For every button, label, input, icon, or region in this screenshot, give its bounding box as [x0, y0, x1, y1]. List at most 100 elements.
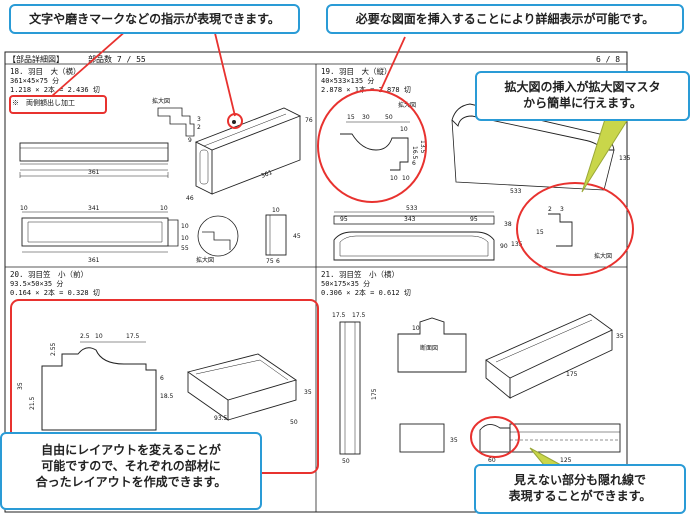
part-20-size: 93.5×50×35 分	[10, 279, 63, 288]
dim-21-f: 175	[566, 371, 578, 378]
dim-19-o: 95	[470, 216, 478, 223]
highlight-hidden	[470, 416, 520, 458]
part-19-size: 40×533×135 分	[321, 76, 374, 85]
callout-insert-text: 必要な図面を挿入することにより詳細表示が可能です。	[355, 11, 655, 26]
dim-18-o: 10	[272, 207, 280, 214]
dim-20-b: 10	[95, 333, 103, 340]
part-20-title: 20. 羽目笠 小（前）	[10, 269, 88, 279]
dim-19-a: 15	[347, 114, 355, 121]
callout-zoom-line2: から簡単に行えます。	[523, 96, 642, 111]
part-18-title: 18. 羽目 大（横）	[10, 66, 81, 76]
part-19-title: 19. 羽目 大（縦）	[321, 66, 392, 76]
dim-19-k: 135	[619, 155, 631, 162]
dim-19-t: 3	[560, 206, 564, 213]
callout-marks-text: 文字や磨きマークなどの指示が表現できます。	[29, 11, 280, 26]
dim-18-d: 9	[188, 137, 192, 144]
part-20: 20. 羽目笠 小（前） 93.5×50×35 分 0.164 × 2本 = 0…	[10, 269, 312, 431]
callout-layout: 自由にレイアウトを変えることが 可能ですので、それぞれの部材に 合ったレイアウト…	[0, 432, 262, 510]
dim-19-u: 15	[536, 229, 544, 236]
dim-20-i: 93.5	[214, 415, 228, 422]
part-21-size: 50×175×35 分	[321, 279, 370, 288]
dim-19-m: 95	[340, 216, 348, 223]
callout-hidden-line1: 見えない部分も隠れ線で	[513, 473, 646, 487]
sheet-header-page: 6 / 8	[596, 55, 620, 64]
part-21-section-label: 断面図	[420, 344, 438, 352]
dim-21-j: 35	[450, 437, 458, 444]
dim-21-g: 35	[616, 333, 624, 340]
part-21-title: 21. 羽目笠 小（横）	[321, 269, 399, 279]
dim-19-n: 343	[404, 216, 416, 223]
dim-18-j: 10	[160, 205, 168, 212]
dim-20-g: 18.5	[160, 393, 174, 400]
dim-20-h: 6	[160, 375, 164, 382]
part-18: 18. 羽目 大（横） 361×45×75 分 1.218 × 2本 = 2.4…	[10, 66, 313, 265]
dim-19-g: 6	[412, 160, 416, 167]
dim-20-a: 2.5	[80, 333, 90, 340]
dim-18-c: 2	[197, 124, 201, 131]
dim-18-h: 10	[20, 205, 28, 212]
dim-20-k: 35	[304, 389, 312, 396]
part-19: 19. 羽目 大（縦） 40×533×135 分 2.878 × 1本 = 2.…	[321, 66, 631, 261]
highlight-detail	[317, 89, 427, 203]
highlight-zoom	[516, 182, 634, 276]
dim-20-e: 35	[17, 382, 24, 390]
part-19-zoom-label-2: 拡大図	[594, 252, 612, 260]
dim-18-n: 55	[181, 245, 189, 252]
callout-marks: 文字や磨きマークなどの指示が表現できます。	[9, 4, 300, 34]
dim-21-h: 60	[488, 457, 496, 464]
dim-19-j: 533	[510, 188, 522, 195]
dim-18-i: 341	[88, 205, 100, 212]
highlight-note	[9, 95, 107, 114]
dim-18-a: 361	[88, 169, 100, 176]
dim-19-s: 2	[548, 206, 552, 213]
dim-19-p: 90	[500, 243, 508, 250]
dim-20-d: 2.55	[50, 342, 57, 356]
dim-19-d: 10	[400, 126, 408, 133]
dim-20-c: 17.5	[126, 333, 140, 340]
dim-19-b: 30	[362, 114, 370, 121]
dim-21-i: 125	[560, 457, 572, 464]
callout-hidden-line2: 表現することができます。	[508, 489, 652, 504]
part-21: 21. 羽目笠 小（横） 50×175×35 分 0.306 × 2本 = 0.…	[321, 269, 624, 465]
sheet-header-count: 部品数 7 / 55	[88, 54, 146, 64]
dim-18-m: 10	[181, 235, 189, 242]
part-18-qty: 1.218 × 2本 = 2.436 切	[10, 85, 100, 94]
callout-zoom: 拡大図の挿入が拡大図マスタ から簡単に行えます。	[475, 71, 690, 121]
dim-19-q: 135	[511, 241, 523, 248]
dim-19-i: 10	[402, 175, 410, 182]
dim-21-a: 17.5	[332, 312, 346, 319]
sheet-header-left: 【部品詳細図】	[8, 54, 64, 64]
dim-21-e: 10	[412, 325, 420, 332]
dim-21-b: 17.5	[352, 312, 366, 319]
dim-21-d: 50	[342, 458, 350, 465]
part-18-zoom-label-2: 拡大図	[196, 256, 214, 264]
dim-19-e: 13.5	[419, 140, 426, 154]
dim-18-q: 75	[266, 258, 274, 265]
part-20-qty: 0.164 × 2本 = 0.328 切	[10, 288, 100, 297]
part-18-size: 361×45×75 分	[10, 76, 59, 85]
dim-18-k: 361	[88, 257, 100, 264]
part-18-note: ※ 両側額出し加工	[12, 98, 75, 107]
dim-18-b: 3	[197, 116, 201, 123]
dim-18-l: 10	[181, 223, 189, 230]
dim-18-r: 6	[276, 258, 280, 265]
dim-20-j: 50	[290, 419, 298, 426]
dim-19-l: 533	[406, 205, 418, 212]
dim-21-c: 175	[371, 388, 378, 400]
dim-19-f: 16.5	[411, 146, 418, 160]
dim-20-f: 21.5	[29, 396, 36, 410]
part-18-zoom-label: 拡大図	[152, 97, 170, 105]
dim-19-c: 50	[385, 114, 393, 121]
part-19-zoom-label: 拡大図	[398, 101, 416, 109]
dim-18-e: 361	[260, 169, 273, 180]
dim-18-f: 46	[186, 195, 194, 202]
dim-19-h: 10	[390, 175, 398, 182]
dim-18-p: 45	[293, 233, 301, 240]
callout-layout-line1: 自由にレイアウトを変えることが	[41, 443, 221, 457]
dim-18-g: 76	[305, 117, 313, 124]
callout-zoom-line1: 拡大図の挿入が拡大図マスタ	[504, 80, 661, 94]
callout-layout-line3: 合ったレイアウトを作成できます。	[35, 475, 227, 490]
callout-insert: 必要な図面を挿入することにより詳細表示が可能です。	[326, 4, 684, 34]
dim-19-r: 38	[504, 221, 512, 228]
part-21-qty: 0.306 × 2本 = 0.612 切	[321, 288, 411, 297]
